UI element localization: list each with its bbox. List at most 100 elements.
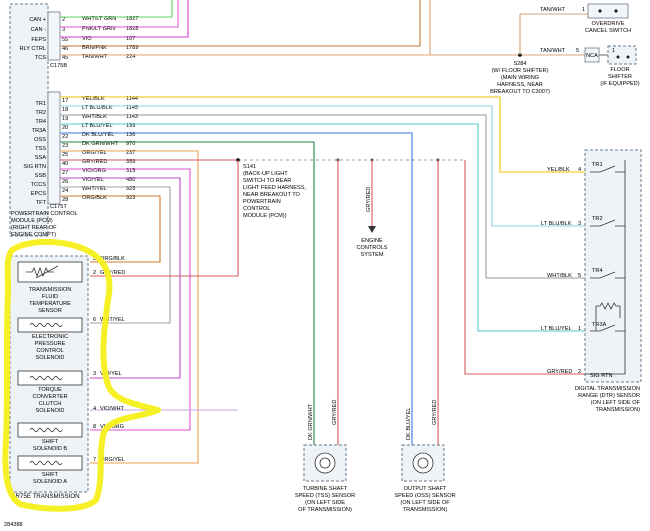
wire-ssa: [60, 150, 199, 464]
ecs-line: SYSTEM: [360, 252, 383, 258]
dtr-pin: 4: [578, 167, 581, 173]
wire-color: TAN/WHT: [82, 54, 108, 60]
ecs-wire-color: GRY/RED: [366, 187, 372, 212]
circuit-number: 359: [126, 159, 135, 165]
switch-label: TR3A: [592, 322, 607, 328]
pin-number: 24: [62, 188, 68, 194]
pin-label: CAN +: [29, 17, 46, 23]
pcm-connector-c175b: [47, 11, 61, 61]
wire-od-cancel: [519, 13, 588, 30]
circuit-number: 480: [126, 177, 135, 183]
splice-desc: (BACK-UP LIGHT: [243, 171, 288, 177]
pin-label: TR3A: [32, 128, 47, 134]
splice-desc: HARNESS, NEAR: [497, 82, 543, 88]
switch-label: TR2: [592, 216, 603, 222]
dtr-wire-color: LT BLU/BLK: [541, 221, 572, 227]
fs-wire-color: TAN/WHT: [540, 48, 566, 54]
wire-color: DK BLU/YEL: [82, 132, 114, 138]
switch-icon: [590, 219, 625, 227]
pin-label: TR4: [35, 119, 46, 125]
fs-pin: 5: [576, 48, 579, 54]
circuit-number: 1828: [126, 26, 138, 32]
comp-label: TORQUE: [38, 387, 62, 393]
ssb-label: SHIFT SOLENOID B: [33, 439, 67, 452]
wire-color: PNK/LT GRN: [82, 26, 115, 32]
pcm-bottom-pins: TR1 17 YEL/BLK 1144 TR2 18 LT BLU/BLK 11…: [23, 96, 138, 206]
od-pin: 1: [582, 7, 585, 13]
comp-label: CONVERTER: [32, 394, 67, 400]
coil-icon: [29, 322, 63, 328]
dtr-wire-color: YEL/BLK: [547, 167, 570, 173]
tcc-label: TORQUE CONVERTER CLUTCH SOLENOID: [32, 387, 67, 414]
circuit-number: 923: [126, 195, 135, 201]
switch-contact-icon: [614, 9, 618, 13]
resistor-icon: [596, 302, 621, 318]
pin-number: 8: [93, 424, 96, 430]
circuit-number: 224: [126, 54, 135, 60]
fs-pin2: 1: [612, 48, 615, 54]
circuit-number: 1143: [126, 114, 138, 120]
pcm-description: POWERTRAIN CONTROL MODULE (PCM) (RIGHT R…: [11, 211, 78, 238]
arrow-down-icon: [368, 226, 376, 233]
dtr-label-line: RANGE (DTR) SENSOR: [578, 393, 640, 399]
tss-label: OF TRANSMISSION): [298, 507, 352, 513]
connector-id: C175B: [50, 63, 67, 69]
dtr-pin-labels: YEL/BLK 4 LT BLU/BLK 3 WHT/BLK 5 LT BLU/…: [541, 167, 581, 375]
pin-label: TSS: [35, 146, 46, 152]
gear-icon: [412, 452, 434, 474]
dtr-wire-color: WHT/BLK: [547, 273, 572, 279]
comp-label: ELECTRONIC: [32, 334, 68, 340]
dtr-label-line: TRANSMISSION): [596, 407, 641, 413]
wire-color: GRY/RED: [432, 400, 438, 425]
wire-color: DK GRN/WHT: [308, 403, 314, 440]
pcm-desc-line: ENGINE COMPT): [11, 232, 56, 238]
splice-desc: (MAIN WIRING: [501, 75, 539, 81]
splice-desc: CONTROL: [243, 206, 270, 212]
splice-desc: SWITCH TO REAR: [243, 178, 291, 184]
gear-icon: [314, 452, 336, 474]
dtr-label-line: (ON LEFT SIDE OF: [591, 400, 641, 406]
wire-rly-ctrl: [60, 0, 421, 47]
wire-color: BRN/PNK: [82, 45, 107, 51]
wire-tss: [60, 141, 315, 445]
od-cancel-switch: [587, 3, 629, 19]
pcm-desc-line: POWERTRAIN CONTROL: [11, 211, 78, 217]
pin-label: CAN -: [31, 27, 46, 33]
comp-label: CLUTCH: [39, 401, 62, 407]
floor-shifter: [607, 45, 637, 65]
wire-tccs: [60, 177, 181, 379]
comp-label: SENSOR: [38, 308, 62, 314]
splice-id: S284: [513, 61, 526, 67]
dtr-pin: 5: [578, 273, 581, 279]
wire-color: VIO/YEL: [100, 371, 122, 377]
pin-number: 3: [93, 371, 96, 377]
switch-contact-icon: [626, 55, 630, 59]
wire-tft-rtn: [90, 160, 239, 277]
pin-number: 19: [62, 116, 68, 122]
splice-desc: (W/ FLOOR SHIFTER): [492, 68, 549, 74]
circuit-number: 199: [126, 123, 135, 129]
pin-label: SSB: [35, 173, 46, 179]
pin-number: 25: [62, 152, 68, 158]
splice-desc: MODULE (PCM)): [243, 213, 287, 219]
coil-icon: [29, 427, 63, 433]
wire-color: ORG/YEL: [82, 150, 107, 156]
pin-number: 6: [93, 317, 96, 323]
pin-number: 40: [62, 161, 68, 167]
dtr-sig-rtn: SIG RTN: [590, 373, 613, 379]
splice-s141-label: S141 (BACK-UP LIGHT SWITCH TO REAR LIGHT…: [243, 164, 306, 219]
dtr-label-line: DIGITAL TRANSMISSION: [575, 386, 640, 392]
wire-tr3a: [60, 123, 585, 332]
wire-color: VIO: [82, 36, 92, 42]
figure-id: 284388: [4, 522, 23, 528]
thermistor-slash: [35, 265, 59, 279]
circuit-number: 107: [126, 36, 135, 42]
wire-color: GRY/RED: [82, 159, 107, 165]
pin-number: 18: [62, 107, 68, 113]
dtr-wire-color: LT BLU/YEL: [541, 326, 572, 332]
pin-number: 45: [62, 55, 68, 61]
ecs-label: ENGINE CONTROLS SYSTEM: [356, 238, 387, 258]
gear-hub: [319, 457, 331, 469]
wire-can-plus: [60, 0, 173, 18]
pin-number: 28: [62, 197, 68, 203]
